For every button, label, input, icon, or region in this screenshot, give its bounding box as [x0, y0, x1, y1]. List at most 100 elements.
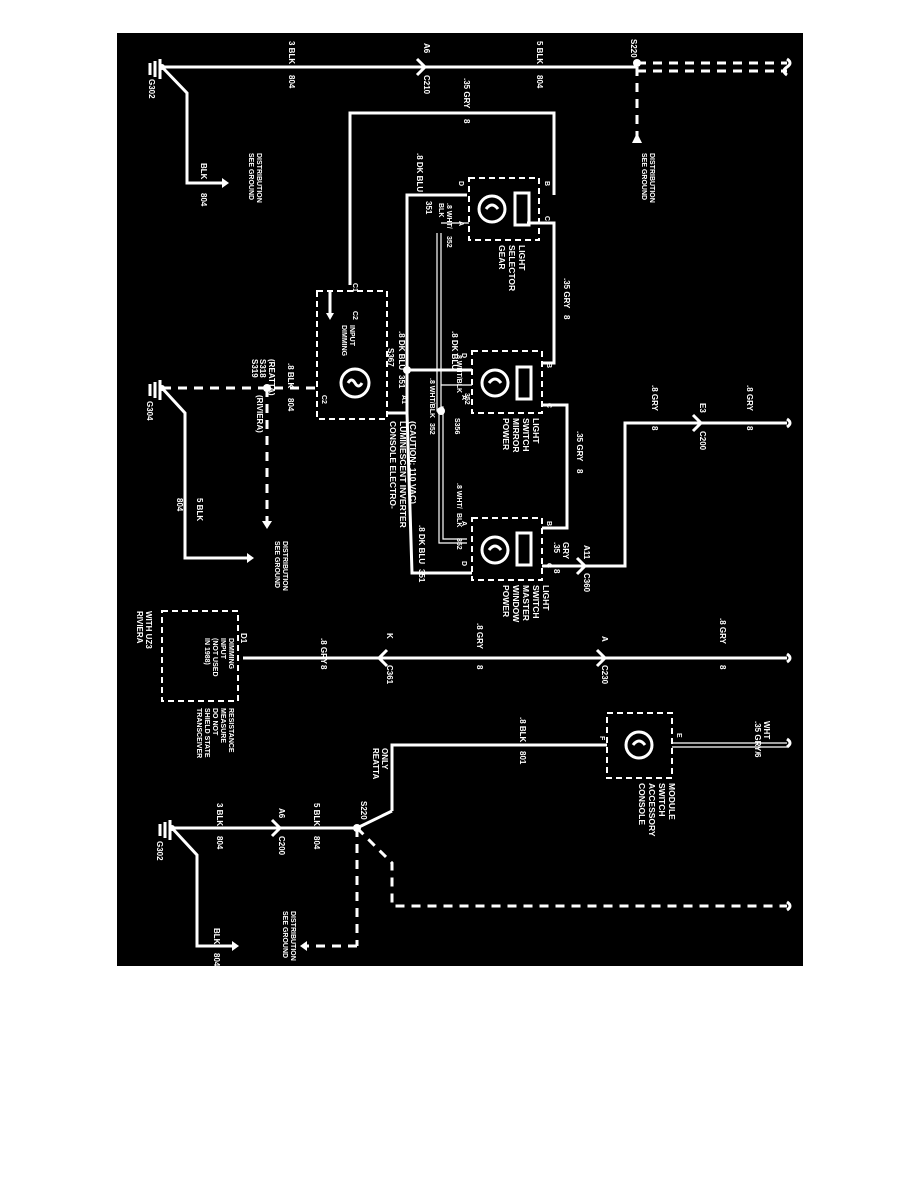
label-dkblu-mid2: .8 DK BLU [450, 331, 459, 370]
label-wht-blk-1: .8 WHT/ [445, 203, 452, 229]
gear-label-3: LIGHT [517, 245, 527, 271]
arrow-see-ground-4 [300, 941, 307, 951]
accessory-label-4: MODULE [667, 783, 677, 820]
label-riviera: (RIVIERA) [255, 395, 264, 433]
gear-pin-d: D [457, 181, 464, 186]
label-dkblu-low: .8 DK BLU [417, 525, 426, 564]
label-e3: E3 [698, 403, 707, 413]
mirror-label-4: LIGHT [531, 418, 541, 444]
label-blk-g302: BLK [199, 163, 208, 180]
label-wht-blk-4: .8 WHT/ [455, 483, 462, 509]
dimming-label-2: INPUT [348, 325, 355, 347]
inverter-pin-c2-low: C2 [320, 395, 327, 404]
label-3blk-top: 3 BLK [287, 41, 296, 64]
trans-note-4: MEASURE [219, 708, 226, 743]
lower-gray-bus: D1 DIMMING INPUT (NOT USED IN 1988) RIVI… [135, 610, 792, 758]
splice-s367 [403, 366, 411, 374]
power-window-master-switch-light: A B C D POWER WINDOW MASTER SWITCH LIGHT [460, 517, 552, 623]
splice-s220-top [633, 59, 641, 67]
accessory-filament [631, 739, 647, 746]
accessory-label-3: SWITCH [657, 783, 667, 817]
gear-label-1: GEAR [497, 245, 507, 270]
trans-box-4: IN 1988) [203, 638, 210, 665]
label-a-mid: A [600, 636, 609, 642]
label-see-ground-4a: SEE GROUND [281, 911, 288, 958]
accessory-label-1: CONSOLE [637, 783, 647, 825]
label-gry-lower-1: .8 GRY [319, 638, 328, 665]
wire-gray-top [348, 111, 556, 285]
wire-break-top [782, 57, 792, 77]
label-blk-g304: .8 BLK [286, 363, 295, 389]
label-804-bot: 804 [212, 953, 221, 966]
label-wht-blk-4b: BLK [455, 513, 462, 527]
label-804-g304: 804 [286, 398, 295, 412]
mirror-bulb-icon [480, 368, 510, 398]
label-gray-mid1-num: 8 [562, 315, 571, 320]
label-riviera-uz3-2: WITH UZ3 [144, 611, 153, 649]
accessory-bulb-icon [624, 730, 654, 760]
arrow-see-ground-g304 [247, 553, 254, 563]
power-mirror-switch-light: D B C A POWER MIRROR SWITCH LIGHT [460, 350, 552, 452]
label-gray-mid2: .35 GRY [575, 431, 584, 462]
label-f: F [598, 736, 605, 741]
gear-selector-bulb-icon [477, 194, 507, 224]
label-blk-bot: BLK [212, 928, 221, 945]
label-gry-wht: .35 GRY/ [753, 721, 762, 754]
label-e: E [675, 733, 682, 738]
label-gray-mid1: .35 GRY [562, 278, 571, 309]
label-wht-blk-3-num: 352 [428, 423, 435, 435]
inverter-label-3: (CAUTION: 110 VAC) [408, 421, 418, 504]
label-s319: S319 [250, 359, 259, 378]
gear-selector-light: D B C A GEAR SELECTOR LIGHT [457, 177, 550, 291]
label-wht-blk-2: .8 WHT/BLK [455, 353, 462, 393]
label-c200-bot: C200 [277, 836, 286, 856]
label-dkblu-top-num: 351 [424, 201, 433, 215]
arrow-see-ground-1 [222, 178, 229, 188]
label-5blk-bot: 5 BLK [312, 803, 321, 826]
gray-wire-loop: .35 GRY 8 .35 GRY 8 .35 GRY 8 .35 GRY 8 … [348, 78, 792, 593]
label-g302-top: G302 [147, 79, 156, 99]
arrow-s319 [262, 521, 272, 529]
mirror-pin-d: D [460, 353, 467, 358]
label-gray-top: .35 GRY [462, 78, 471, 109]
connector-c230 [595, 648, 608, 668]
label-gray-right1: .8 GRY [650, 385, 659, 412]
inverter-pin-c2: C2 [351, 311, 358, 320]
arrow-ground-s220 [632, 133, 642, 143]
dimming-arrow-icon [326, 313, 334, 320]
label-s318: S318 [258, 359, 267, 378]
wire-g302-see-ground [160, 65, 222, 185]
inverter-sine [346, 378, 364, 388]
label-reatta-only-2: ONLY [380, 748, 389, 770]
wire-g304-see-ground [160, 386, 247, 560]
label-a6-top: A6 [422, 43, 431, 54]
label-riviera-uz3-1: RIVIERA [135, 611, 144, 644]
dimming-label-1: DIMMING [340, 325, 347, 357]
connector-c361 [376, 648, 389, 668]
label-wht-blk-2-num: 352 [463, 393, 470, 405]
mirror-resistor [515, 365, 533, 401]
wire-dkblu-top [405, 193, 467, 415]
window-pin-d: D [460, 561, 467, 566]
accessory-label-2: ACCESSORY [647, 783, 657, 837]
label-see-ground-4b: DISTRIBUTION [289, 911, 296, 961]
label-5blk-g304: 5 BLK [195, 498, 204, 521]
label-a6-bot: A6 [277, 808, 286, 819]
window-resistor [515, 531, 533, 567]
label-dkblu-mid-num: 351 [397, 375, 406, 389]
label-gry-wht-b: WHT [762, 721, 771, 739]
mirror-box [471, 350, 543, 414]
label-gry-lower-3: .8 GRY [718, 618, 727, 645]
console-inverter: C1 C2 C2 A1 DIMMING INPUT CONSOLE ELECTR… [316, 283, 418, 528]
label-gry-lower-1-num: 8 [319, 665, 328, 670]
label-see-ground-3b: DISTRIBUTION [281, 541, 288, 591]
window-label-2: WINDOW [511, 585, 521, 623]
label-804-bot-right: 804 [312, 836, 321, 850]
trans-box-1: DIMMING [227, 638, 234, 670]
gear-selector-resistor [513, 191, 531, 227]
label-804-top-right: 804 [535, 75, 544, 89]
label-see-ground-2b: DISTRIBUTION [648, 153, 655, 203]
label-wht-blk-1-num: 352 [445, 236, 452, 248]
label-c200-mid: C200 [698, 431, 707, 451]
label-3blk-bot: 3 BLK [215, 803, 224, 826]
